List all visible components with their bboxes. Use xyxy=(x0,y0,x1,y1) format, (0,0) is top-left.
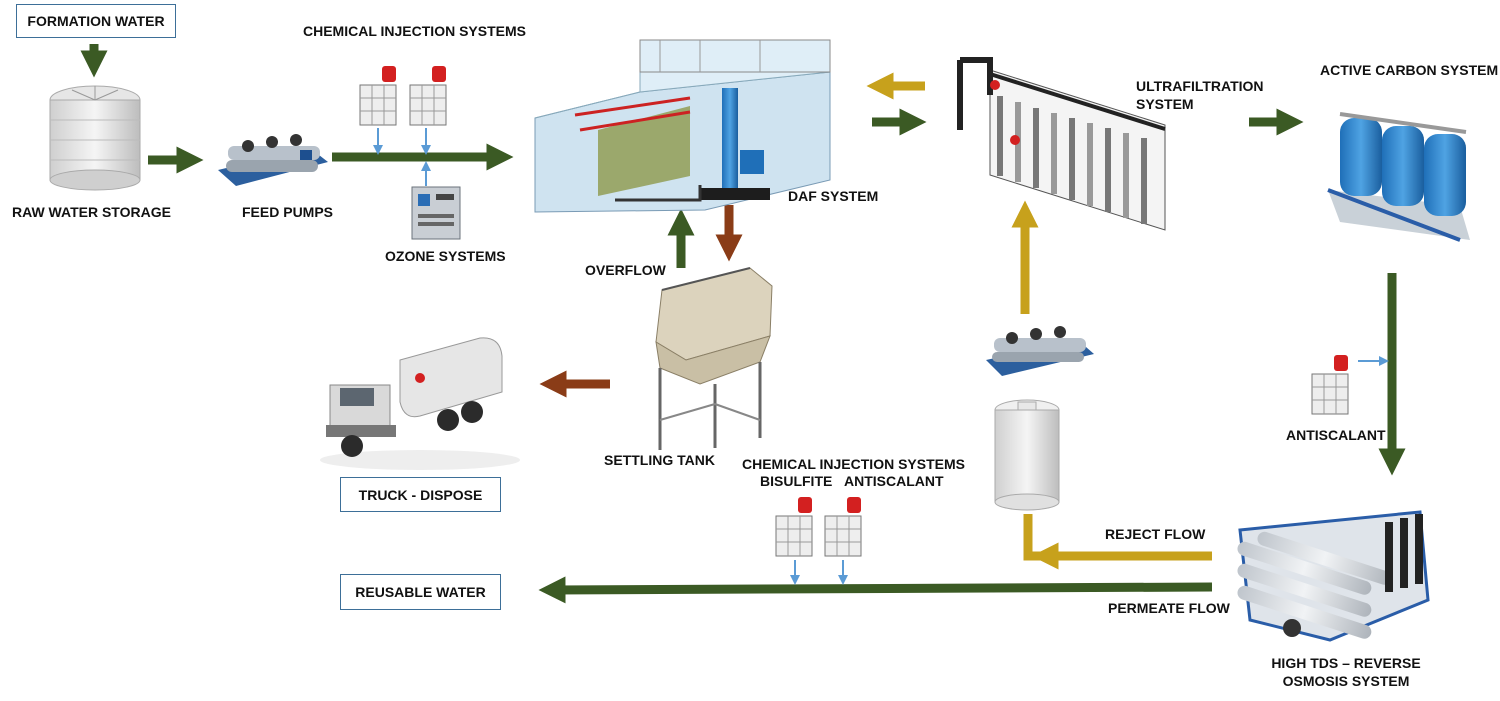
ultrafiltration-skid-icon xyxy=(957,57,1166,231)
arrow-permeate-flow xyxy=(538,576,1213,604)
daf-system-icon xyxy=(534,39,831,213)
ozone-system-cabinet-icon xyxy=(411,186,461,240)
reject-flow-label: REJECT FLOW xyxy=(1105,526,1206,542)
raw-water-storage-label: RAW WATER STORAGE xyxy=(12,204,171,220)
truck-dispose-box: TRUCK - DISPOSE xyxy=(340,477,501,512)
feed-pumps-label: FEED PUMPS xyxy=(242,204,334,220)
antiscalant-right-label: ANTISCALANT xyxy=(1286,427,1386,443)
feed-pumps-icon xyxy=(218,134,328,186)
high-tds-ro-label: HIGH TDS – REVERSE OSMOSIS SYSTEM xyxy=(1271,655,1421,689)
daf-system-label: DAF SYSTEM xyxy=(788,188,879,204)
reverse-osmosis-skid-icon xyxy=(1237,510,1430,642)
bisulfite-label: BISULFITE xyxy=(760,473,833,489)
raw-water-storage-tank-icon xyxy=(49,85,141,191)
chemical-ibc-tanks-bottom-icon xyxy=(775,497,862,557)
active-carbon-filters-icon xyxy=(1327,112,1470,242)
settling-tank-icon xyxy=(655,267,773,450)
flow-arrows xyxy=(80,44,1406,604)
tanker-truck-icon xyxy=(320,337,520,470)
ultrafiltration-label: ULTRAFILTRATION SYSTEM xyxy=(1136,78,1264,112)
formation-water-label: FORMATION WATER xyxy=(27,13,165,29)
reusable-water-label: REUSABLE WATER xyxy=(355,584,486,600)
reusable-water-box: REUSABLE WATER xyxy=(340,574,501,610)
uf-feed-pump-icon xyxy=(986,326,1094,376)
overflow-label: OVERFLOW xyxy=(585,262,666,278)
antiscalant-ibc-right-icon xyxy=(1311,355,1349,415)
truck-dispose-label: TRUCK - DISPOSE xyxy=(358,486,483,503)
permeate-flow-label: PERMEATE FLOW xyxy=(1108,600,1230,616)
formation-water-box: FORMATION WATER xyxy=(16,4,176,38)
active-carbon-label: ACTIVE CARBON SYSTEM xyxy=(1320,62,1499,78)
settling-tank-label: SETTLING TANK xyxy=(604,452,715,468)
chemical-injection-bottom-label: CHEMICAL INJECTION SYSTEMS xyxy=(742,456,965,472)
chemical-injection-top-label: CHEMICAL INJECTION SYSTEMS xyxy=(303,23,526,39)
antiscalant-bottom-label: ANTISCALANT xyxy=(844,473,944,489)
white-storage-tank-icon xyxy=(994,399,1060,511)
chemical-ibc-tanks-top-icon xyxy=(359,66,447,126)
ozone-systems-label: OZONE SYSTEMS xyxy=(385,248,506,264)
